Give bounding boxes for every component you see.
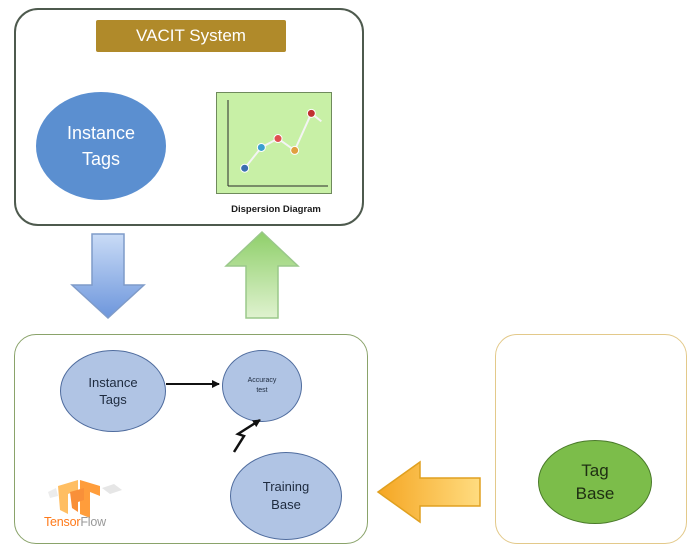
dispersion-chart-panel — [216, 92, 332, 194]
instance-tags-bottom-line1: Instance — [88, 375, 138, 390]
up-arrow — [224, 230, 300, 319]
instance-tags-top-line1: Instance — [66, 123, 136, 143]
chart-caption: Dispersion Diagram — [231, 204, 321, 215]
accuracy-test-line2: test — [256, 387, 268, 394]
tensorflow-logo-icon — [48, 480, 122, 518]
tag-base-node: Tag Base — [538, 440, 652, 524]
instance-tags-node-bottom: Instance Tags — [60, 350, 166, 432]
chart-point — [256, 142, 266, 152]
system-title-banner: VACIT System — [96, 20, 286, 52]
down-arrow — [70, 233, 146, 320]
tensorflow-wordmark-flow: Flow — [80, 515, 106, 529]
instance-tags-bottom-line2: Tags — [99, 392, 127, 407]
left-arrow — [376, 460, 481, 524]
tensorflow-wordmark-tensor: Tensor — [44, 515, 81, 529]
chart-point — [306, 108, 316, 118]
instance-tags-node-top: Instance Tags — [36, 92, 166, 200]
training-base-line1: Training — [262, 479, 310, 494]
training-to-accuracy-connector — [232, 418, 261, 453]
chart-point — [240, 163, 250, 173]
accuracy-test-node: Accuracy test — [222, 350, 302, 422]
tensorflow-wordmark: TensorFlow — [44, 515, 106, 529]
chart-point — [273, 134, 283, 144]
training-base-line2: Base — [271, 497, 301, 512]
tag-base-line1: Tag — [581, 461, 609, 480]
chart-point — [290, 145, 300, 155]
accuracy-test-line1: Accuracy — [247, 377, 277, 384]
instance-tags-top-line2: Tags — [81, 149, 120, 169]
training-base-node: Training Base — [230, 452, 342, 540]
dispersion-chart — [227, 100, 328, 187]
tag-base-line2: Base — [575, 484, 615, 503]
